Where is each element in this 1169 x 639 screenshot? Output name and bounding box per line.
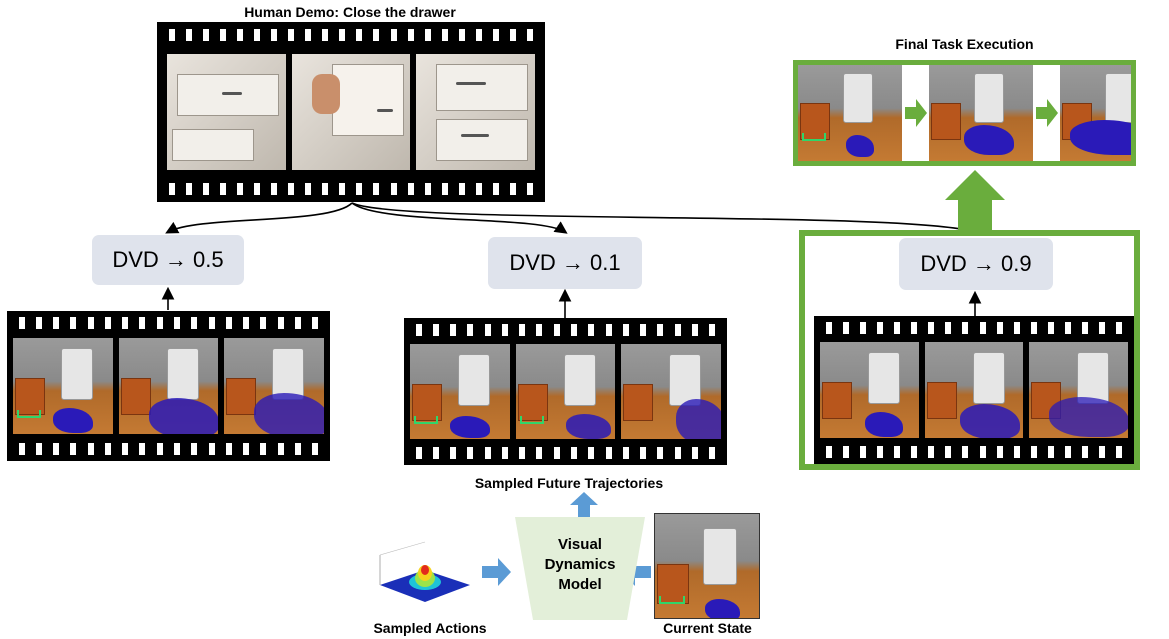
model-label-line2: Dynamics — [544, 556, 616, 573]
film-perforation-top — [157, 29, 545, 41]
demo-frame — [416, 54, 536, 170]
trajectory-frame — [410, 344, 510, 439]
human-demo-filmstrip — [157, 22, 545, 202]
sampled-actions-label: Sampled Actions — [373, 620, 487, 636]
trajectory-frame — [924, 342, 1024, 438]
demo-to-dvd1-arrow — [165, 202, 353, 234]
trajectory-frame — [820, 342, 919, 438]
trajectory-frame — [118, 338, 219, 434]
model-label-line3: Model — [558, 576, 602, 593]
dvd-score-box: DVD → 0.1 — [488, 237, 642, 289]
demo-to-dvd2-arrow — [351, 202, 568, 234]
trajectory-frame — [1029, 342, 1129, 438]
final-frame — [798, 65, 902, 161]
final-task-title: Final Task Execution — [895, 36, 1034, 52]
final-frame — [1060, 65, 1131, 161]
actions-to-model-arrow — [482, 558, 511, 586]
green-right-arrow — [1033, 65, 1060, 161]
demo-frame — [291, 54, 411, 170]
visual-dynamics-model: Visual Dynamics Model — [515, 517, 645, 620]
film-perforation-bottom — [157, 183, 545, 195]
sampled-filmstrip-3 — [814, 316, 1134, 464]
green-right-arrow — [902, 65, 929, 161]
sampled-filmstrip-2 — [404, 318, 727, 465]
demo-frame — [167, 54, 286, 170]
trajectory-frame — [621, 344, 722, 439]
current-state-image — [654, 513, 760, 619]
sampled-actions-plot — [375, 540, 475, 610]
model-to-future-arrow — [570, 492, 598, 518]
trajectory-frame — [224, 338, 325, 434]
trajectory-frame — [13, 338, 113, 434]
demo-to-dvd3-arrow — [351, 202, 979, 236]
final-frame — [929, 65, 1033, 161]
current-state-label: Current State — [663, 620, 752, 636]
final-task-panel — [793, 60, 1136, 166]
dvd-score-box: DVD → 0.5 — [92, 235, 244, 285]
green-up-arrow — [945, 170, 1005, 232]
trajectory-frame — [515, 344, 616, 439]
best-trajectory-highlight — [799, 230, 1140, 470]
human-demo-title: Human Demo: Close the drawer — [244, 4, 456, 20]
model-label-line1: Visual — [558, 536, 602, 553]
sampled-filmstrip-1 — [7, 311, 330, 461]
dvd-score-box: DVD → 0.9 — [899, 238, 1053, 290]
sampled-future-label: Sampled Future Trajectories — [474, 475, 664, 491]
